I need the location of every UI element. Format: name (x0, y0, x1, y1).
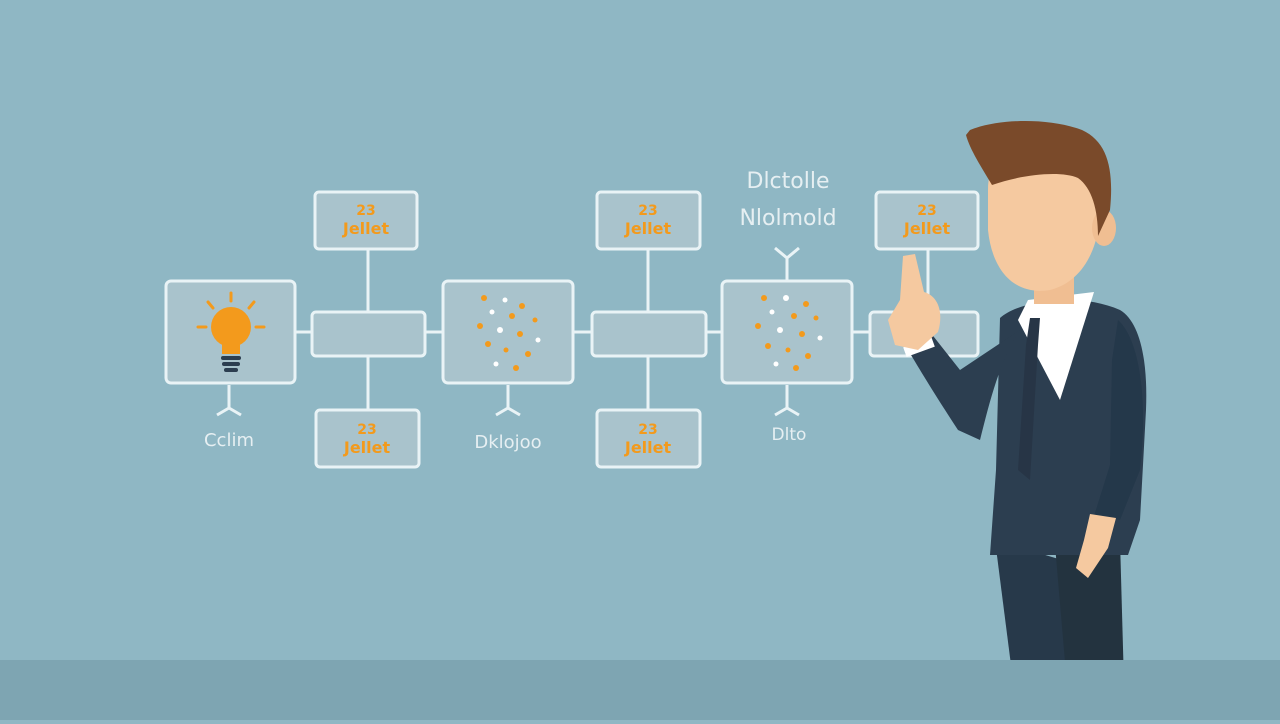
y-marker (774, 385, 800, 417)
caption-left: Cclim (204, 430, 254, 451)
caption-right: Dlto (772, 425, 807, 445)
label-top-3-line2: Jellet (903, 219, 951, 238)
label-box-top-1 (313, 190, 419, 251)
tie (1018, 318, 1040, 480)
heading-line2: Nlolmold (739, 206, 836, 231)
y-marker (495, 385, 521, 417)
captions: Cclim Dklojoo Dlto Dlctolle Nlolmold (204, 169, 837, 453)
y-marker (216, 385, 242, 417)
node-data-2 (720, 279, 854, 385)
label-bottom-2-line1: 23 (638, 422, 657, 438)
label-box-top-2 (595, 190, 702, 251)
label-top-1-line2: Jellet (342, 219, 390, 238)
label-bottom-1-line2: Jellet (343, 438, 391, 457)
caption-middle: Dklojoo (474, 432, 541, 453)
label-box-bottom-1 (314, 408, 421, 469)
floor-strip (0, 660, 1280, 720)
lightbulb-icon (196, 291, 266, 372)
label-top-2-line1: 23 (638, 203, 657, 219)
connector-lines (216, 246, 930, 417)
label-bottom-1-line1: 23 (357, 422, 376, 438)
label-top-3-line1: 23 (917, 203, 936, 219)
right-arm (1094, 320, 1144, 520)
right-hand (1076, 514, 1116, 578)
y-marker (774, 246, 800, 280)
heading-line1: Dlctolle (747, 169, 830, 194)
label-bottom-2-line2: Jellet (624, 438, 672, 457)
pointing-arm (908, 330, 1020, 440)
label-box-texts: 23 Jellet 23 Jellet 23 Jellet 23 Jellet … (342, 203, 951, 457)
label-boxes (313, 190, 980, 469)
data-scatter-icon (755, 295, 823, 371)
node-data-1 (441, 279, 575, 385)
hair (966, 121, 1112, 236)
hand-pointing (888, 254, 941, 350)
label-box-top-3 (874, 190, 980, 251)
label-top-1-line1: 23 (356, 203, 375, 219)
connector-bars (310, 310, 980, 358)
main-nodes (164, 279, 854, 385)
bar-2 (590, 310, 708, 358)
label-top-2-line2: Jellet (624, 219, 672, 238)
bar-1 (310, 310, 427, 358)
data-scatter-icon (477, 295, 541, 371)
label-box-bottom-2 (595, 408, 702, 469)
